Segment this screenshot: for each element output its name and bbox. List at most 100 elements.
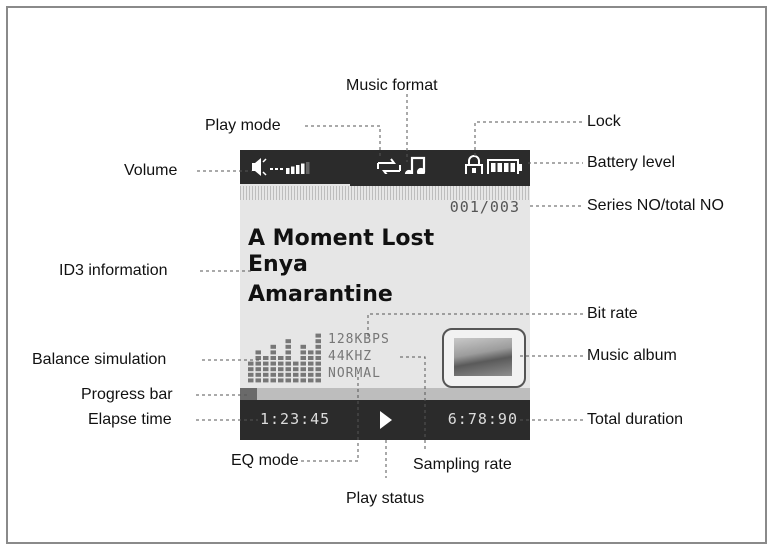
label-play-mode: Play mode — [205, 117, 281, 134]
eq-dot — [300, 372, 306, 377]
eq-dot — [308, 367, 314, 372]
eq-dot — [255, 350, 261, 355]
eq-dot — [293, 367, 299, 372]
eq-dot — [278, 378, 284, 383]
eq-dot — [255, 378, 261, 383]
eq-dot — [315, 333, 321, 338]
play-icon[interactable] — [378, 410, 394, 430]
eq-dot — [270, 372, 276, 377]
label-total-duration: Total duration — [587, 411, 684, 428]
speaker-icon — [252, 158, 267, 176]
eq-dot — [315, 378, 321, 383]
eq-dot — [285, 367, 291, 372]
eq-dot — [263, 367, 269, 372]
eq-dot — [285, 372, 291, 377]
eq-dot — [315, 372, 321, 377]
eq-dot — [255, 367, 261, 372]
eq-dot — [263, 361, 269, 366]
eq-dot — [270, 356, 276, 360]
eq-dot — [285, 356, 291, 360]
eq-dot — [293, 361, 299, 366]
eq-dot — [255, 372, 261, 377]
eq-dot — [293, 372, 299, 377]
eq-dot — [270, 361, 276, 366]
eq-dot — [300, 361, 306, 366]
label-elapse-time: Elapse time — [88, 411, 172, 428]
battery-cell — [497, 163, 502, 172]
eq-dot — [300, 350, 306, 355]
eq-dot — [308, 350, 314, 355]
label-music-album: Music album — [587, 347, 677, 364]
eq-dot — [248, 361, 254, 366]
eq-dot — [308, 361, 314, 366]
eq-dot — [285, 339, 291, 344]
volume-bar — [291, 166, 295, 174]
eq-dot — [255, 356, 261, 360]
eq-dot — [263, 378, 269, 383]
label-play-status: Play status — [346, 490, 425, 507]
id3-title: A Moment Lost — [248, 226, 435, 251]
eq-dot — [315, 367, 321, 372]
progress-fill — [240, 388, 258, 400]
eq-dot — [270, 378, 276, 383]
label-music-format: Music format — [346, 77, 438, 94]
volume-bar — [286, 168, 290, 174]
bit-rate-value: 128KBPS — [328, 332, 390, 347]
eq-dot — [278, 367, 284, 372]
label-bit-rate: Bit rate — [587, 305, 638, 322]
music-album-frame — [442, 328, 526, 388]
eq-dot — [248, 378, 254, 383]
eq-dot — [278, 372, 284, 377]
label-balance-simulation: Balance simulation — [32, 351, 167, 368]
volume-dash — [280, 168, 283, 170]
eq-dot — [300, 356, 306, 360]
eq-dot — [300, 367, 306, 372]
label-battery-level: Battery level — [587, 154, 676, 171]
eq-dot — [263, 372, 269, 377]
eq-mode-value: NORMAL — [328, 366, 381, 381]
eq-dot — [315, 344, 321, 349]
playback-bar: 1:23:45 6:78:90 — [240, 400, 530, 440]
eq-dot — [315, 361, 321, 366]
eq-dot — [248, 367, 254, 372]
label-lock: Lock — [587, 113, 621, 130]
elapsed-time: 1:23:45 — [260, 410, 331, 428]
sampling-rate-value: 44KHZ — [328, 349, 373, 364]
eq-dot — [300, 344, 306, 349]
eq-dot — [270, 350, 276, 355]
repeat-icon — [377, 158, 401, 176]
eq-dot — [285, 378, 291, 383]
screen-divider — [240, 186, 530, 200]
volume-dash — [270, 168, 273, 170]
volume-bar — [301, 163, 305, 174]
volume-dash — [275, 168, 278, 170]
label-volume: Volume — [124, 162, 178, 179]
label-sampling-rate: Sampling rate — [413, 456, 512, 473]
progress-bar[interactable] — [240, 388, 530, 400]
label-id3-information: ID3 information — [59, 262, 168, 279]
volume-bar — [296, 165, 300, 174]
album-art — [454, 338, 512, 376]
label-series-no: Series NO/total NO — [587, 197, 724, 214]
eq-dot — [285, 344, 291, 349]
eq-dot — [308, 372, 314, 377]
battery-cell — [491, 163, 496, 172]
eq-dot — [263, 356, 269, 360]
eq-dot — [255, 361, 261, 366]
label-eq-mode: EQ mode — [231, 452, 299, 469]
player-screen: 001/003 A Moment Lost Enya Amarantine 12… — [240, 150, 530, 440]
eq-dot — [285, 350, 291, 355]
id3-album: Amarantine — [248, 282, 393, 307]
balance-simulation-graphic — [248, 333, 321, 383]
eq-dot — [285, 361, 291, 366]
volume-bar — [306, 162, 310, 174]
eq-dot — [278, 361, 284, 366]
eq-dot — [278, 356, 284, 360]
eq-dot — [315, 339, 321, 344]
eq-dot — [270, 344, 276, 349]
eq-dot — [308, 378, 314, 383]
eq-dot — [248, 372, 254, 377]
label-progress-bar: Progress bar — [81, 386, 173, 403]
eq-dot — [315, 356, 321, 360]
